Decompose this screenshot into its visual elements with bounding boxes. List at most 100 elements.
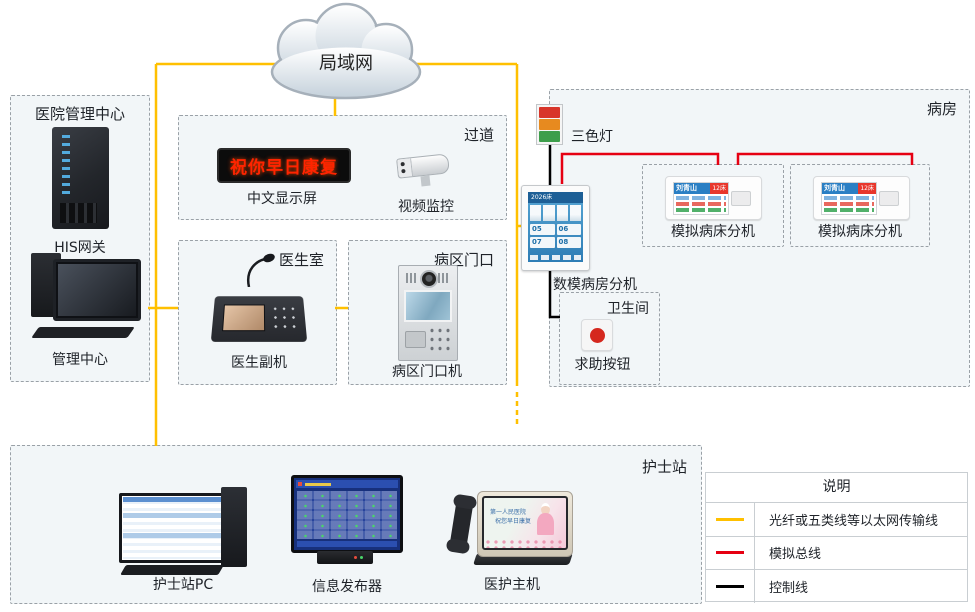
tricolor-light-label: 三色灯	[571, 129, 613, 145]
analog-bus-extension-bed1	[560, 152, 720, 184]
zone-title-nurse-station: 护士站	[641, 458, 687, 476]
analog-bus-swatch	[716, 551, 744, 555]
ethernet-lines	[148, 62, 524, 446]
host-screen-text-1: 第一人民医院	[490, 509, 527, 516]
help-button-image	[581, 319, 613, 351]
ward-extension-buttons	[530, 255, 581, 260]
red-cross-icon	[298, 482, 302, 486]
his-gateway-label: HIS网关	[54, 240, 106, 256]
staff-photo	[530, 205, 542, 221]
patient-name: 刘青山	[824, 184, 845, 192]
legend: 说明 光纤或五类线等以太网传输线 模拟总线 控制线	[705, 472, 968, 603]
publisher-title-bar	[305, 483, 331, 486]
control-line-swatch	[716, 584, 744, 588]
bed-card-row	[676, 196, 726, 200]
led-display-image: 祝你早日康复	[217, 148, 351, 183]
bed-extension-label-1: 模拟病床分机	[671, 224, 755, 240]
bed-slot-grid: 05 06 07 08	[530, 224, 581, 248]
bed-card-row	[676, 202, 726, 206]
nurse-pc-tower	[221, 487, 247, 567]
light-red	[539, 107, 560, 118]
zone-title-management: 医院管理中心	[34, 105, 126, 123]
publisher-grid	[297, 491, 397, 539]
nurse-pc-label: 护士站PC	[152, 577, 214, 593]
bed-number-badge: 12床	[858, 183, 876, 194]
staff-photo	[543, 205, 555, 221]
server-vents	[60, 203, 97, 223]
legend-row-control: 控制线	[706, 570, 967, 603]
bed-extension-device-1: 刘青山 12床	[665, 176, 762, 220]
bed-card-header: 刘青山 12床	[822, 183, 876, 194]
help-button-label: 求助按钮	[574, 357, 631, 373]
door-screen	[404, 290, 452, 322]
legend-swatch-cell	[706, 536, 755, 569]
speaker-grill-icon	[406, 273, 418, 283]
red-button-icon	[589, 327, 605, 343]
lan-cloud	[270, 2, 422, 100]
publisher-header-bar	[296, 480, 398, 488]
legend-swatch-cell	[706, 570, 755, 603]
publisher-monitor	[291, 475, 403, 553]
nurse-pc-image	[119, 487, 247, 577]
light-orange	[539, 119, 560, 130]
ward-extension-header: 2026床	[528, 192, 583, 203]
legend-title: 说明	[706, 473, 967, 503]
door-keypad	[428, 326, 452, 352]
legend-label-analog-bus: 模拟总线	[769, 547, 822, 563]
zone-nurse-station: 护士站 护士站PC	[10, 445, 702, 604]
host-body: 第一人民医院 祝您早日康复	[477, 491, 573, 557]
management-pc-image	[17, 253, 145, 345]
control-lines	[548, 144, 560, 319]
zone-doctor-room: 医生室 医生副机	[178, 240, 337, 385]
call-button	[879, 191, 899, 206]
legend-label-control: 控制线	[769, 580, 809, 596]
zone-title-corridor: 过道	[463, 126, 494, 144]
bed-number-badge: 12床	[710, 183, 728, 194]
pc-monitor	[53, 259, 141, 321]
staff-photo-row	[530, 205, 581, 221]
patient-name: 刘青山	[676, 184, 697, 192]
zone-title-doctor-room: 医生室	[278, 251, 324, 269]
bed-card-row	[676, 208, 726, 212]
screen-header-bar	[123, 497, 221, 502]
bed-slot: 08	[556, 237, 581, 248]
control-line-extension-bathroom	[548, 267, 560, 319]
medical-host-label: 医护主机	[484, 577, 540, 593]
zone-corridor: 过道 祝你早日康复 中文显示屏 视频监控	[178, 115, 507, 220]
led-display-text: 祝你早日康复	[230, 158, 338, 178]
gooseneck-mic-icon	[246, 253, 275, 287]
ward-extension-label: 数模病房分机	[553, 277, 637, 293]
host-screen-text-2: 祝您早日康复	[495, 518, 532, 525]
host-screen: 第一人民医院 祝您早日康复	[482, 496, 568, 550]
analog-bus-bed1-bed2	[736, 152, 914, 165]
server-led-strip	[62, 135, 70, 197]
nurse-pc-monitor	[119, 493, 225, 563]
ethernet-line-swatch	[716, 517, 744, 521]
light-green	[539, 131, 560, 142]
video-monitor-label: 视频监控	[398, 199, 454, 215]
bed-slot: 05	[530, 224, 555, 235]
pc-screen	[58, 264, 136, 316]
nurse-pc-screen	[123, 497, 221, 559]
medical-host-image: 第一人民医院 祝您早日康复	[448, 491, 573, 573]
management-center-label: 管理中心	[52, 352, 108, 368]
legend-row-ethernet: 光纤或五类线等以太网传输线	[706, 503, 967, 537]
red-led	[354, 556, 357, 559]
chinese-display-label: 中文显示屏	[247, 191, 317, 207]
flower-strip	[484, 539, 566, 548]
his-server-image	[52, 127, 109, 229]
bed-card: 刘青山 12床	[673, 182, 729, 215]
ward-extension-screen: 2026床 05 06 07 08	[528, 192, 583, 262]
screen-table-band	[123, 513, 221, 518]
bed-slot: 06	[556, 224, 581, 235]
bed-card-row	[824, 208, 874, 212]
staff-photo	[556, 205, 568, 221]
publisher-marquee-bar	[297, 541, 397, 547]
legend-label-ethernet: 光纤或五类线等以太网传输线	[769, 513, 939, 529]
nurse-figure-icon	[537, 513, 554, 535]
card-reader	[405, 331, 426, 348]
publisher-settop-box	[317, 551, 373, 564]
bed-extension-box-1: 刘青山 12床 模拟病床分机	[642, 164, 784, 247]
zone-management: 医院管理中心 HIS网关 管理中心	[10, 95, 150, 382]
